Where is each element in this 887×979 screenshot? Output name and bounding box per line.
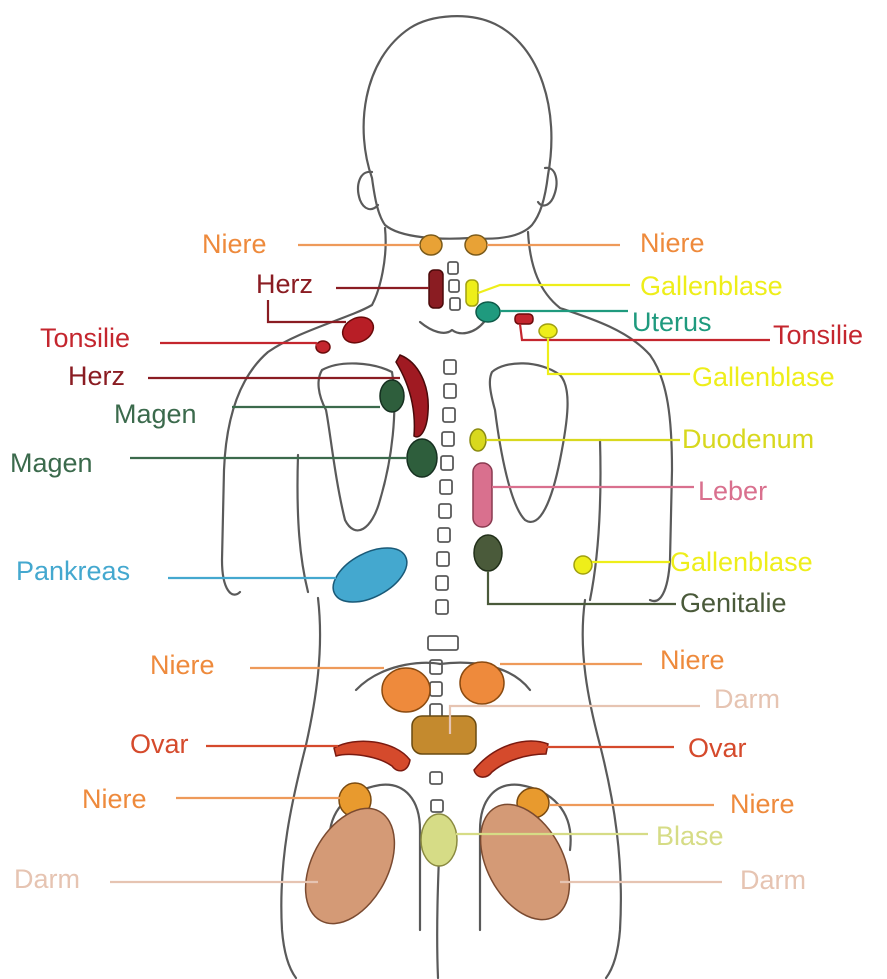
zone-gallenblase-shoulder — [539, 324, 557, 338]
waist-left — [281, 598, 320, 978]
zone-duodenum — [470, 429, 486, 451]
zone-tonsilie-left-small — [316, 341, 330, 353]
leader-genitalie — [488, 571, 676, 604]
leader-tonsilie-left — [160, 343, 318, 347]
zone-herz-neck — [429, 270, 443, 308]
zone-uterus — [476, 302, 500, 322]
label-niere-lumbar-right: Niere — [660, 647, 725, 674]
zone-pankreas — [324, 537, 415, 613]
label-gallenblase-arm: Gallenblase — [670, 549, 813, 576]
zone-ovar-left — [334, 741, 410, 771]
label-ovar-right: Ovar — [688, 735, 747, 762]
label-niere-head-left: Niere — [202, 231, 267, 258]
zone-leber — [473, 463, 492, 527]
label-gallenblase-shoulder: Gallenblase — [692, 364, 835, 391]
zone-niere-head-left — [420, 235, 442, 255]
label-darm-sacral: Darm — [714, 686, 780, 713]
label-tonsilie-right: Tonsilie — [773, 322, 863, 349]
label-magen-lower: Magen — [10, 450, 93, 477]
label-genitalie: Genitalie — [680, 590, 787, 617]
label-magen-upper: Magen — [114, 401, 197, 428]
chin-outline — [420, 322, 484, 333]
label-ovar-left: Ovar — [130, 731, 189, 758]
label-duodenum: Duodenum — [682, 426, 814, 453]
scapula-right — [490, 363, 568, 522]
arm-right-inner — [590, 440, 601, 600]
label-pankreas: Pankreas — [16, 558, 130, 585]
zone-niere-head-right — [465, 235, 487, 255]
leader-gallenblase-neck — [478, 285, 630, 293]
zone-darm-sacral — [412, 716, 476, 754]
label-herz-neck: Herz — [256, 271, 313, 298]
zone-ovar-right — [474, 741, 548, 777]
label-niere-gluteal-right: Niere — [730, 791, 795, 818]
head-outline — [364, 16, 552, 239]
leader-tonsilie-left-bracket — [268, 300, 346, 322]
zone-gallenblase-neck — [466, 280, 478, 306]
zone-genitalie — [474, 535, 502, 571]
zone-magen-lower — [407, 439, 437, 477]
arm-left-inner — [297, 455, 308, 592]
zone-niere-lumbar-left — [382, 668, 430, 712]
label-darm-right: Darm — [740, 867, 806, 894]
zone-magen-upper — [380, 380, 404, 412]
zone-darm-left — [287, 793, 412, 938]
waist-right — [583, 600, 621, 978]
label-tonsilie-left: Tonsilie — [40, 325, 130, 352]
label-darm-left: Darm — [14, 866, 80, 893]
zone-blase — [421, 814, 457, 866]
label-niere-lumbar-left: Niere — [150, 652, 215, 679]
label-uterus: Uterus — [632, 309, 712, 336]
leader-darm-sacral — [450, 706, 700, 734]
zone-niere-lumbar-right — [460, 662, 504, 704]
leader-gallenblase-shoulder — [548, 338, 690, 374]
label-blase: Blase — [656, 823, 724, 850]
zone-gallenblase-arm — [574, 556, 592, 574]
ear-left — [358, 172, 378, 209]
label-leber: Leber — [698, 478, 767, 505]
zone-darm-right — [462, 789, 587, 934]
label-herz-back: Herz — [68, 363, 125, 390]
label-niere-head-right: Niere — [640, 230, 705, 257]
label-niere-gluteal-left: Niere — [82, 786, 147, 813]
zone-tonsilie-right — [515, 314, 533, 324]
label-gallenblase-neck: Gallenblase — [640, 273, 783, 300]
